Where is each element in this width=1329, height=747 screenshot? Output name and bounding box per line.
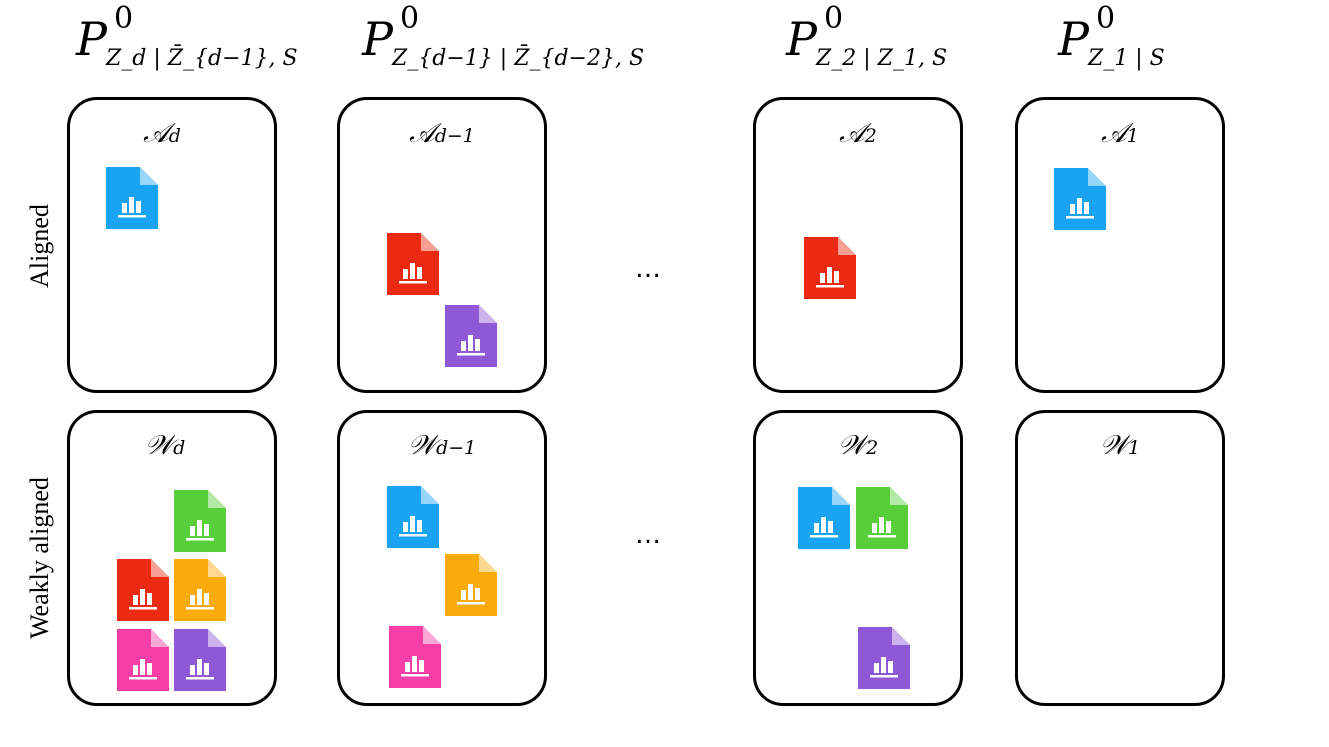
column-header-d-minus-1: P 0 Z_{d−1} | Z̄_{d−2}, S xyxy=(362,1,644,88)
aligned-box-1 xyxy=(1015,97,1225,393)
aligned-label-2: 𝒜2 xyxy=(839,118,877,149)
header-symbol: P xyxy=(76,12,107,66)
row-label-weakly-aligned: Weakly aligned xyxy=(25,477,54,639)
document-chart-icon xyxy=(798,487,850,549)
document-chart-icon xyxy=(445,305,497,367)
header-superscript: 0 xyxy=(114,1,134,36)
document-chart-icon xyxy=(387,233,439,295)
row-label-aligned: Aligned xyxy=(25,204,54,288)
document-chart-icon xyxy=(858,627,910,689)
aligned-label-1: 𝒜1 xyxy=(1101,118,1139,149)
weak-label-d-minus-1: 𝒲d−1 xyxy=(407,430,477,461)
ellipsis-aligned: … xyxy=(635,254,665,284)
column-header-d: P 0 Z_d | Z̄_{d−1}, S xyxy=(76,2,336,88)
document-chart-icon xyxy=(174,629,226,691)
document-chart-icon xyxy=(387,486,439,548)
header-superscript: 0 xyxy=(1096,1,1116,36)
weak-label-2: 𝒲2 xyxy=(837,430,879,461)
document-chart-icon xyxy=(174,490,226,552)
header-symbol: P xyxy=(362,12,393,66)
weak-label-d: 𝒲d xyxy=(144,430,186,461)
column-header-1: P 0 Z_1 | S xyxy=(1058,2,1318,88)
document-chart-icon xyxy=(389,626,441,688)
weak-box-2 xyxy=(753,410,963,706)
column-header-2: P 0 Z_2 | Z_1, S xyxy=(786,2,1046,88)
aligned-label-d-minus-1: 𝒜d−1 xyxy=(409,118,475,149)
header-subscript: Z_1 | S xyxy=(1088,46,1165,71)
document-chart-icon xyxy=(445,554,497,616)
document-chart-icon xyxy=(174,559,226,621)
aligned-box-2 xyxy=(753,97,963,393)
header-subscript: Z_d | Z̄_{d−1}, S xyxy=(106,46,298,71)
document-chart-icon xyxy=(804,237,856,299)
header-symbol: P xyxy=(786,12,817,66)
weak-box-1 xyxy=(1015,410,1225,706)
weak-box-d-minus-1 xyxy=(337,410,547,706)
aligned-box-d xyxy=(67,97,277,393)
header-subscript: Z_2 | Z_1, S xyxy=(816,46,948,71)
weak-label-1: 𝒲1 xyxy=(1099,430,1141,461)
aligned-label-d: 𝒜d xyxy=(143,118,181,149)
ellipsis-weak: … xyxy=(635,520,665,550)
document-chart-icon xyxy=(117,559,169,621)
header-symbol: P xyxy=(1058,12,1089,66)
weak-box-d xyxy=(67,410,277,706)
header-superscript: 0 xyxy=(824,1,844,36)
document-chart-icon xyxy=(856,487,908,549)
header-subscript: Z_{d−1} | Z̄_{d−2}, S xyxy=(392,46,645,71)
document-chart-icon xyxy=(106,167,158,229)
header-superscript: 0 xyxy=(400,1,420,36)
aligned-box-d-minus-1 xyxy=(337,97,547,393)
document-chart-icon xyxy=(117,629,169,691)
document-chart-icon xyxy=(1054,168,1106,230)
